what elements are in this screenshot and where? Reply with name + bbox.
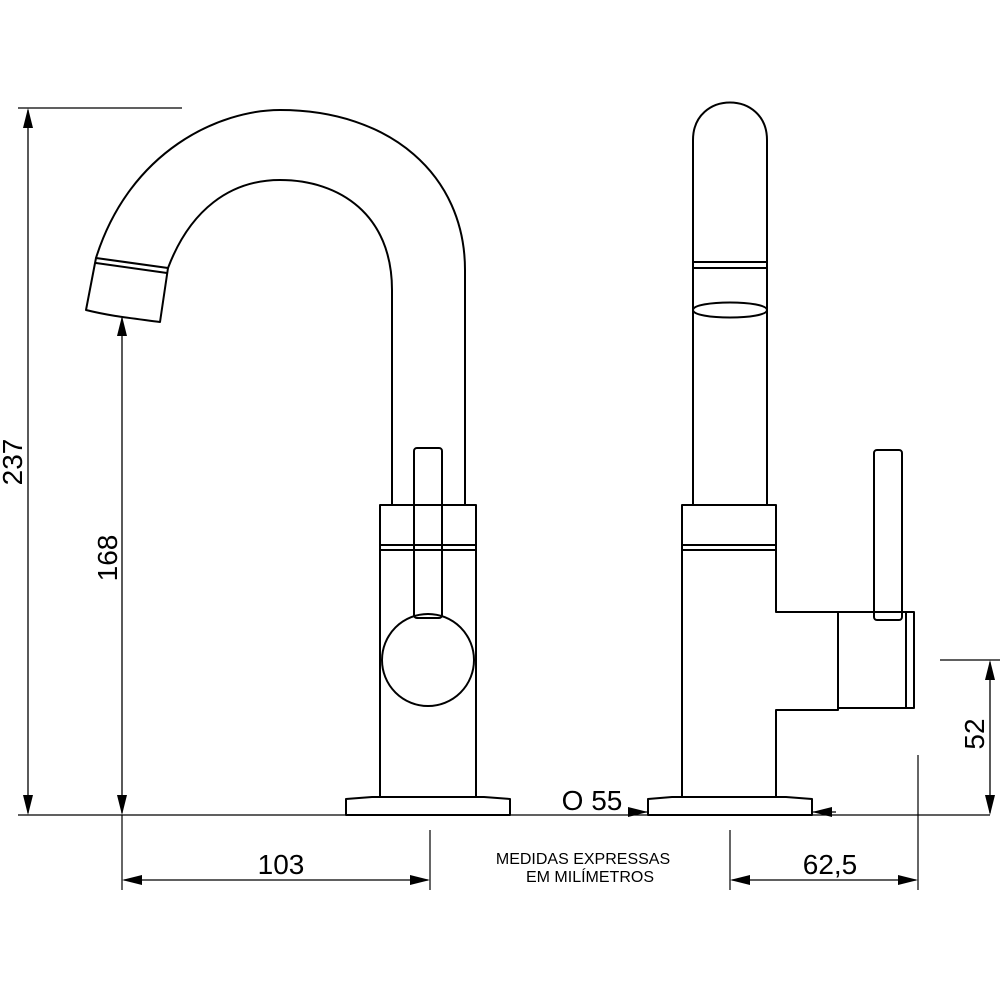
side-view (647, 101, 915, 816)
base-plate (345, 796, 511, 816)
handle-knob (381, 613, 475, 707)
aerator-band (95, 262, 168, 274)
aerator-tip (85, 257, 169, 323)
label-52: 52 (959, 718, 990, 749)
label-103: 103 (258, 849, 305, 880)
side-handle-cap (837, 611, 915, 709)
spout-inner-contour (167, 179, 393, 506)
body-column (379, 549, 477, 798)
spout-outer-contour (95, 109, 466, 506)
label-62-5: 62,5 (803, 849, 858, 880)
front-view (85, 109, 511, 816)
side-lever (873, 449, 903, 621)
units-note-line2: EM MILÍMETROS (526, 867, 654, 886)
label-237: 237 (0, 439, 28, 486)
dimension-lines (18, 107, 1000, 890)
label-base-diameter: O 55 (562, 785, 623, 816)
side-body-ring (681, 504, 777, 551)
label-168: 168 (92, 535, 123, 582)
lever-handle (413, 447, 443, 619)
side-base-plate (647, 796, 813, 816)
side-aerator-ring (692, 301, 768, 319)
side-body (681, 549, 839, 798)
side-spout (692, 101, 768, 506)
body-ring (379, 504, 477, 551)
units-note-line1: MEDIDAS EXPRESSAS (496, 851, 670, 868)
